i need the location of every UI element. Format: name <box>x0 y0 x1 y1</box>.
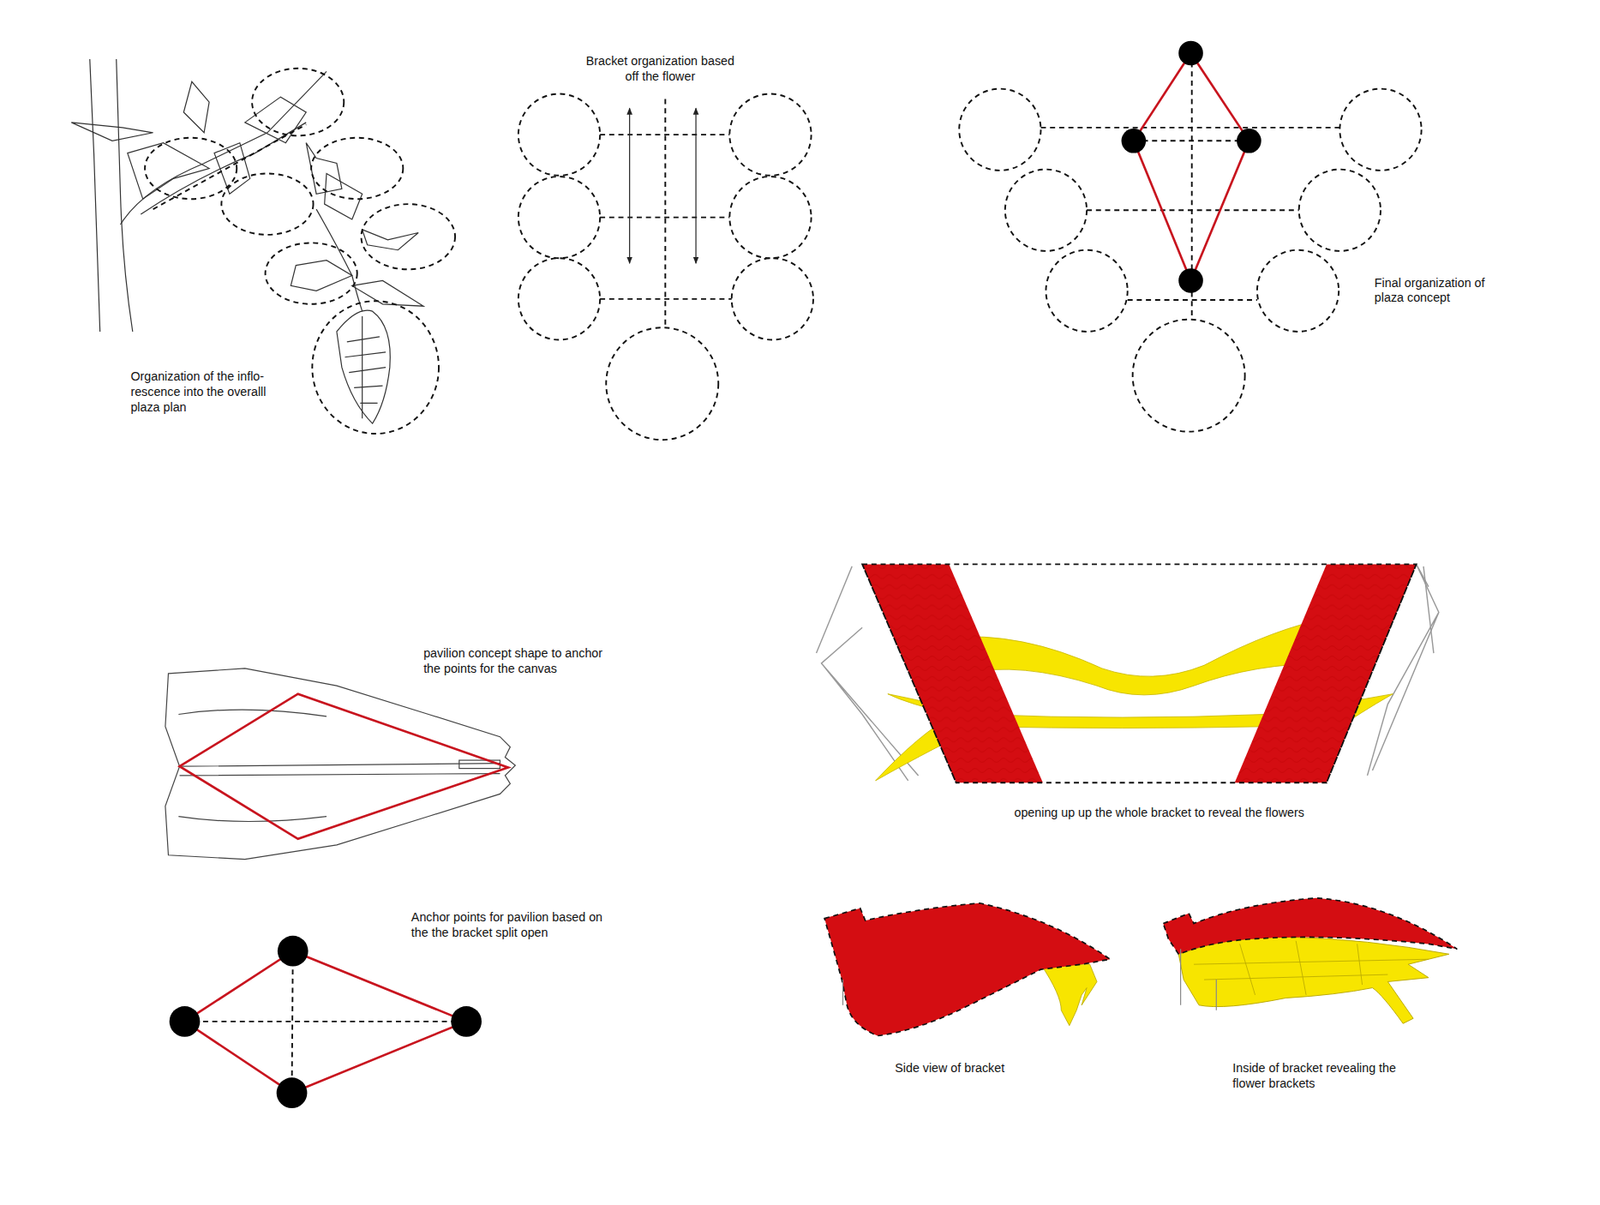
drawing-path <box>946 617 1332 695</box>
drawing-g <box>71 59 424 424</box>
drawing-path <box>89 59 101 332</box>
drawing-ellipse <box>311 137 403 199</box>
drawing-ellipse <box>251 68 344 137</box>
drawing-path <box>361 316 363 419</box>
drawing-path <box>1178 936 1450 1024</box>
drawing-circle <box>731 257 814 340</box>
drawing-path <box>1234 563 1417 783</box>
drawing-path <box>824 903 1110 1037</box>
drawing-path <box>183 81 210 133</box>
drawing-path <box>599 98 732 329</box>
drawing-line <box>695 107 696 264</box>
drawing-g <box>1121 41 1262 294</box>
drawing-path <box>185 951 468 1094</box>
caption-note: pavilion concept shape to anchor the poi… <box>423 646 623 678</box>
drawing-path <box>179 694 509 839</box>
drawing-circle <box>958 89 1041 171</box>
drawing-path <box>1180 948 1217 1010</box>
drawing-path <box>1041 53 1341 320</box>
drawing-path <box>140 122 306 215</box>
drawing-ellipse <box>144 137 237 199</box>
drawing-circle <box>518 94 600 176</box>
drawing-path <box>316 209 363 312</box>
drawing-circle <box>518 257 600 340</box>
drawing-path <box>214 143 251 195</box>
drawing-path <box>116 59 133 332</box>
drawing-path <box>862 563 1043 783</box>
drawing-circle <box>729 94 811 176</box>
caption-note: Bracket organization based off the flowe… <box>583 53 738 85</box>
drawing-path <box>862 563 1043 783</box>
drawing-g <box>169 935 482 1109</box>
drawing-path <box>336 310 390 424</box>
drawing-path <box>185 951 468 1094</box>
drawing-g <box>629 107 696 264</box>
drawing-circle <box>1045 250 1127 332</box>
caption-note: Organization of the inflo- rescence into… <box>130 369 294 416</box>
drawing-path <box>324 173 363 220</box>
drawing-path <box>1234 563 1417 783</box>
drawing-path <box>179 763 501 776</box>
drawing-circle <box>1121 128 1147 154</box>
drawing-circle <box>1178 268 1204 294</box>
drawing-g <box>1193 940 1429 995</box>
drawing-path <box>165 668 516 860</box>
drawing-path <box>71 122 153 141</box>
drawing-path <box>127 143 210 199</box>
drawing-circle <box>1299 169 1381 252</box>
drawing-circle <box>605 327 719 440</box>
drawing-path <box>245 96 306 144</box>
drawing-ellipse <box>265 242 358 304</box>
caption-note: Side view of bracket <box>894 1060 1049 1077</box>
caption-note: opening up up the whole bracket to revea… <box>985 804 1333 821</box>
drawing-circle <box>450 1006 482 1037</box>
drawing-circle <box>1339 89 1421 171</box>
drawing-g <box>518 94 814 441</box>
drawing-circle <box>277 935 309 967</box>
drawing-path <box>153 124 307 210</box>
caption-note: Anchor points for pavilion based on the … <box>411 910 606 941</box>
caption-note: Inside of bracket revealing the flower b… <box>1232 1060 1416 1092</box>
drawing-circle <box>729 176 811 258</box>
drawing-circle <box>1178 41 1204 66</box>
drawing-g <box>958 53 1421 432</box>
drawing-circle <box>1005 169 1087 252</box>
drawing-path <box>862 563 1417 783</box>
drawing-line <box>629 107 630 264</box>
drawing-path <box>344 336 386 403</box>
drawing-path <box>290 260 352 292</box>
drawing-path <box>178 709 327 821</box>
drawing-path <box>1133 53 1250 282</box>
drawing-circle <box>1257 250 1339 332</box>
drawing-g <box>185 951 468 1094</box>
caption-note: Final organization of plaza concept <box>1374 275 1503 306</box>
drawing-circle <box>518 176 600 258</box>
drawing-path <box>842 979 844 1006</box>
drawing-ellipse <box>221 173 313 234</box>
drawing-circle <box>1236 128 1262 154</box>
drawing-circle <box>276 1077 308 1109</box>
drawing-ellipse <box>311 300 439 434</box>
drawing-path <box>362 229 419 251</box>
drawing-path <box>1041 964 1097 1025</box>
drawing-circle <box>169 1006 201 1037</box>
drawing-ellipse <box>361 203 456 270</box>
drawing-path <box>1162 898 1457 954</box>
drawing-circle <box>1132 319 1246 432</box>
drawing-path <box>1193 940 1429 995</box>
drawing-path <box>120 71 328 225</box>
drawing-g <box>165 668 516 860</box>
